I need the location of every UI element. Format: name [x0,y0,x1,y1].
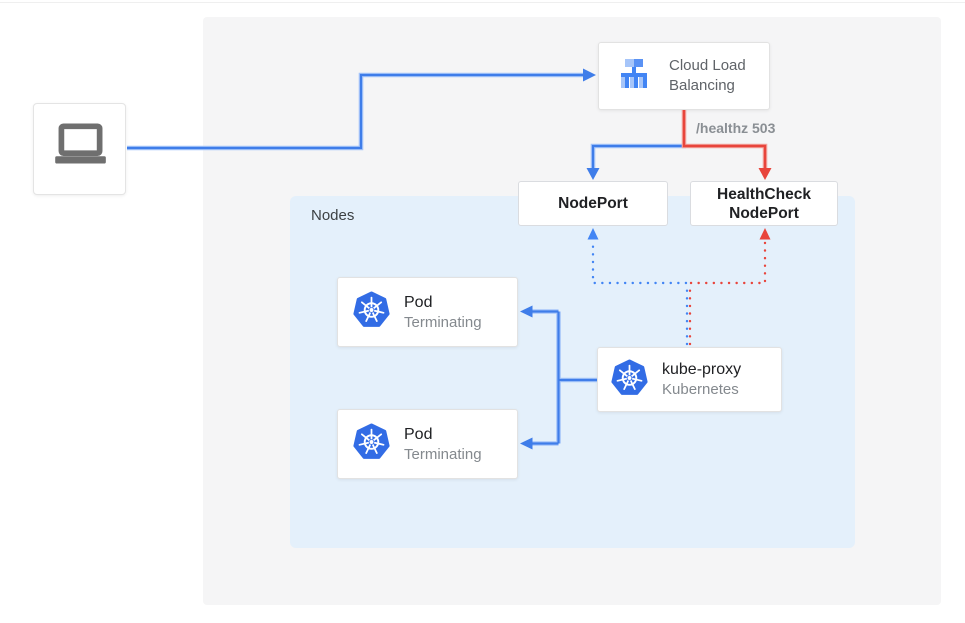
top-divider [0,2,965,3]
healthz-503-label: /healthz 503 [696,120,776,136]
cloud-load-balancing-label: Cloud Load Balancing [669,57,746,94]
healthcheck-nodeport-node: HealthCheck NodePort [690,181,838,226]
kubernetes-icon [611,359,648,401]
healthcheck-nodeport-label-line2: NodePort [729,204,799,222]
pod-1-title: Pod [404,293,433,311]
pod-2-title: Pod [404,425,433,443]
kube-proxy-node: kube-proxy Kubernetes [597,347,782,412]
kube-proxy-title: kube-proxy [662,361,742,378]
healthcheck-nodeport-label-line1: HealthCheck [717,185,811,203]
client-node [33,103,126,195]
nodeport-node: NodePort [518,181,668,226]
cloud-load-balancing-node: Cloud Load Balancing [598,42,770,110]
nodeport-label: NodePort [558,195,628,212]
pod-2-node: Pod Terminating [337,409,518,479]
pod-2-status: Terminating [404,445,482,463]
pod-1-node: Pod Terminating [337,277,518,347]
load-balancer-icon [613,54,653,99]
kubernetes-icon [353,291,390,333]
nodes-region-label: Nodes [311,207,355,224]
kubernetes-icon [353,423,390,465]
laptop-icon [49,116,111,183]
kube-proxy-subtitle: Kubernetes [662,381,739,398]
pod-1-status: Terminating [404,313,482,331]
